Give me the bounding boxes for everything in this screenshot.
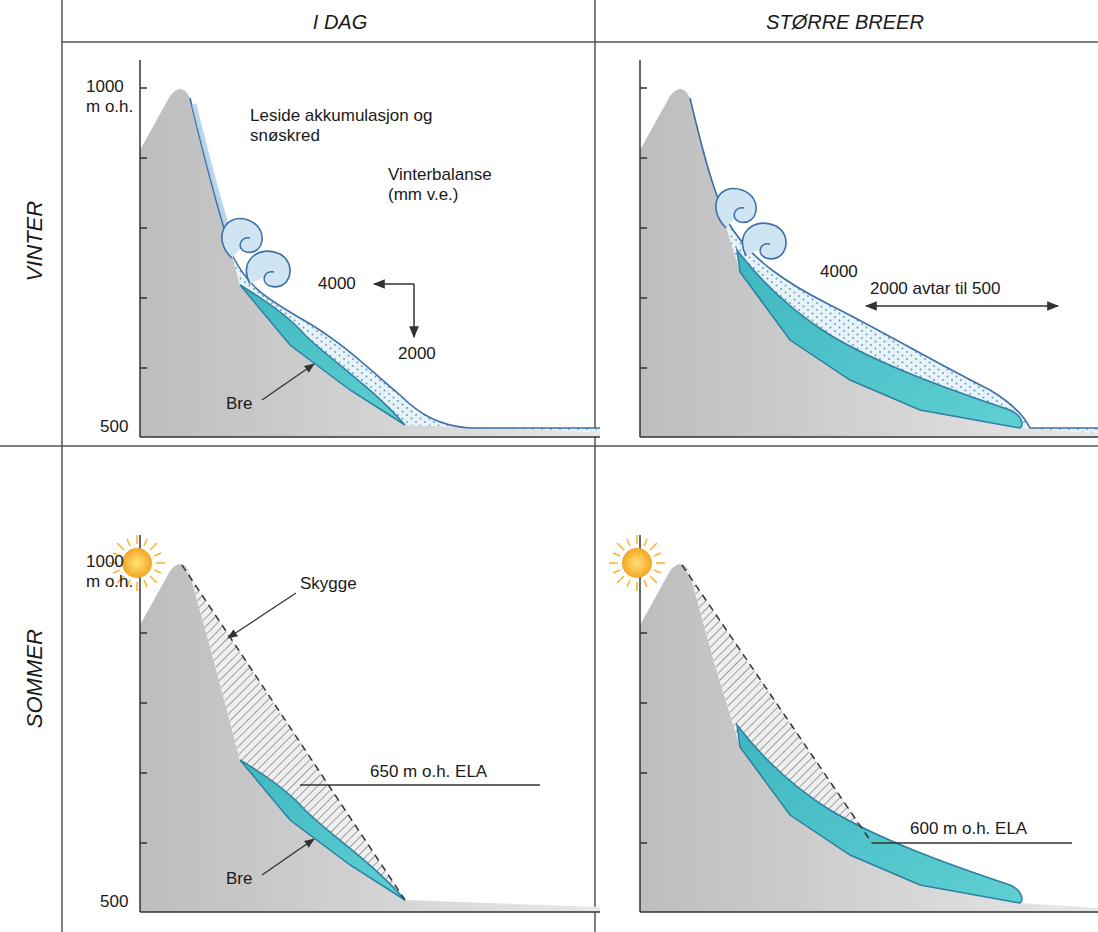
value-label: 2000 [398, 344, 436, 364]
winter-today-panel [140, 60, 600, 437]
winter-larger-panel [640, 60, 1098, 437]
axis-label: 1000 m o.h. [86, 77, 136, 118]
value-label: 2000 avtar til 500 [870, 279, 1000, 299]
ela-label: 650 m o.h. ELA [370, 762, 487, 782]
ela-label: 600 m o.h. ELA [910, 819, 1027, 839]
process-note: Leside akkumulasjon og snøskred [250, 106, 440, 147]
value-label: 4000 [318, 274, 356, 294]
column-heading: I DAG [240, 10, 440, 34]
value-label: 4000 [820, 262, 858, 282]
row-heading: VINTER [22, 196, 48, 286]
axis-label: 1000 m o.h. [86, 552, 136, 593]
summer-today-panel [109, 535, 600, 912]
column-heading: STØRRE BREER [745, 10, 945, 34]
balance-note: Vinterbalanse (mm v.e.) [388, 165, 518, 206]
row-heading: SOMMER [22, 638, 48, 728]
glacier-label: Bre [226, 394, 252, 414]
shadow-label: Skygge [300, 574, 357, 594]
glacier-label: Bre [226, 869, 252, 889]
axis-label: 500 [100, 892, 128, 912]
summer-larger-panel [609, 535, 1098, 912]
axis-label: 500 [100, 417, 128, 437]
